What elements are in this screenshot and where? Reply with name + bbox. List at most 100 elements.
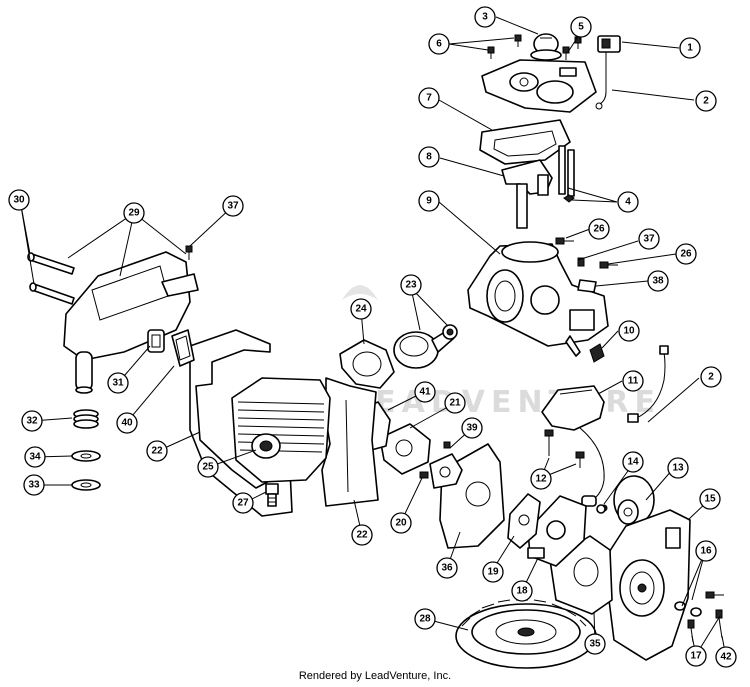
svg-text:6: 6 (436, 39, 442, 50)
svg-text:40: 40 (121, 418, 133, 429)
svg-text:42: 42 (720, 652, 732, 663)
svg-text:33: 33 (28, 480, 40, 491)
part-gasket-40 (171, 329, 195, 367)
callout-34: 34 (24, 446, 46, 468)
part-spark-plug-27 (265, 483, 279, 507)
render-credit: Rendered by LeadVenture, Inc. (298, 670, 452, 682)
svg-text:4: 4 (625, 197, 631, 208)
part-flywheel-13 (600, 475, 655, 525)
part-clip-10 (589, 343, 605, 363)
callout-16: 16 (695, 540, 717, 562)
svg-text:2: 2 (708, 372, 714, 383)
callout-2-coil: 2 (700, 366, 722, 388)
svg-text:37: 37 (227, 201, 239, 212)
callout-17: 17 (685, 645, 707, 667)
callout-20: 20 (390, 512, 412, 534)
callout-32: 32 (21, 410, 43, 432)
callout-11: 11 (622, 370, 644, 392)
part-ignition-coil (541, 345, 669, 507)
part-gasket-7 (479, 119, 571, 165)
callout-41: 41 (414, 381, 436, 403)
callout-13: 13 (667, 457, 689, 479)
svg-text:11: 11 (628, 376, 639, 387)
svg-text:28: 28 (419, 614, 431, 625)
callout-27: 27 (232, 492, 254, 514)
callout-2-top: 2 (695, 90, 717, 112)
callout-35: 35 (584, 633, 606, 655)
part-primer-bulb (530, 33, 562, 61)
svg-text:30: 30 (13, 195, 25, 206)
part-screw-37-left (185, 245, 193, 260)
callout-5: 5 (570, 16, 592, 38)
part-studs-4 (558, 145, 575, 203)
callout-7: 7 (418, 87, 440, 109)
svg-text:38: 38 (652, 276, 664, 287)
svg-text:34: 34 (29, 452, 41, 463)
callout-36: 36 (436, 557, 458, 579)
svg-text:17: 17 (690, 651, 702, 662)
svg-text:22: 22 (151, 446, 163, 457)
callout-4: 4 (617, 191, 639, 213)
part-bolts-12 (544, 429, 585, 468)
part-gasket-24 (339, 339, 395, 389)
callout-19: 19 (482, 561, 504, 583)
svg-text:26: 26 (593, 224, 605, 235)
callout-22-right: 22 (351, 524, 373, 546)
callout-25: 25 (197, 456, 219, 478)
callout-40: 40 (116, 412, 138, 434)
svg-text:27: 27 (237, 498, 249, 509)
svg-text:9: 9 (426, 196, 432, 207)
part-spring-32 (73, 409, 99, 429)
svg-text:36: 36 (441, 563, 453, 574)
svg-text:29: 29 (128, 208, 140, 219)
part-hardware-crankcase (555, 237, 618, 293)
part-washer-33 (71, 479, 101, 491)
part-muffler-29 (63, 251, 199, 394)
part-carb-cover (481, 59, 597, 113)
svg-text:25: 25 (202, 462, 214, 473)
watermark-text: LEADVENTURE (350, 385, 661, 420)
callout-28: 28 (414, 608, 436, 630)
part-washer-14 (596, 504, 606, 514)
callout-18: 18 (511, 580, 533, 602)
svg-text:37: 37 (643, 234, 655, 245)
svg-text:26: 26 (680, 249, 692, 260)
svg-text:22: 22 (356, 530, 368, 541)
callout-31: 31 (107, 372, 129, 394)
part-cylinder-25 (231, 377, 331, 483)
callout-38: 38 (647, 270, 669, 292)
svg-text:21: 21 (449, 398, 461, 409)
callout-37-right: 37 (638, 228, 660, 250)
callout-9: 9 (418, 190, 440, 212)
svg-text:14: 14 (627, 457, 639, 468)
callout-14: 14 (622, 451, 644, 473)
callout-26-right: 26 (675, 243, 697, 265)
part-crankcase-9 (467, 241, 609, 357)
svg-text:16: 16 (700, 546, 712, 557)
svg-text:23: 23 (405, 280, 417, 291)
svg-text:13: 13 (672, 463, 684, 474)
callout-6: 6 (428, 33, 450, 55)
part-flywheel-28 (455, 599, 597, 669)
part-piston-23 (393, 324, 458, 369)
svg-text:32: 32 (26, 416, 38, 427)
part-bolts-30 (27, 252, 75, 305)
part-gasket-31 (147, 329, 165, 353)
svg-text:10: 10 (623, 326, 635, 337)
part-gasket-19 (507, 493, 541, 549)
callout-21: 21 (444, 392, 466, 414)
callout-30: 30 (8, 189, 30, 211)
callout-8: 8 (418, 146, 440, 168)
svg-text:24: 24 (355, 304, 367, 315)
svg-text:20: 20 (395, 518, 407, 529)
svg-text:12: 12 (535, 474, 547, 485)
svg-text:41: 41 (419, 387, 431, 398)
part-intake-8 (501, 159, 553, 229)
callout-23: 23 (400, 274, 422, 296)
svg-text:35: 35 (589, 639, 601, 650)
callout-29: 29 (123, 202, 145, 224)
callout-12: 12 (530, 468, 552, 490)
svg-text:8: 8 (426, 152, 432, 163)
callout-42: 42 (715, 646, 737, 668)
